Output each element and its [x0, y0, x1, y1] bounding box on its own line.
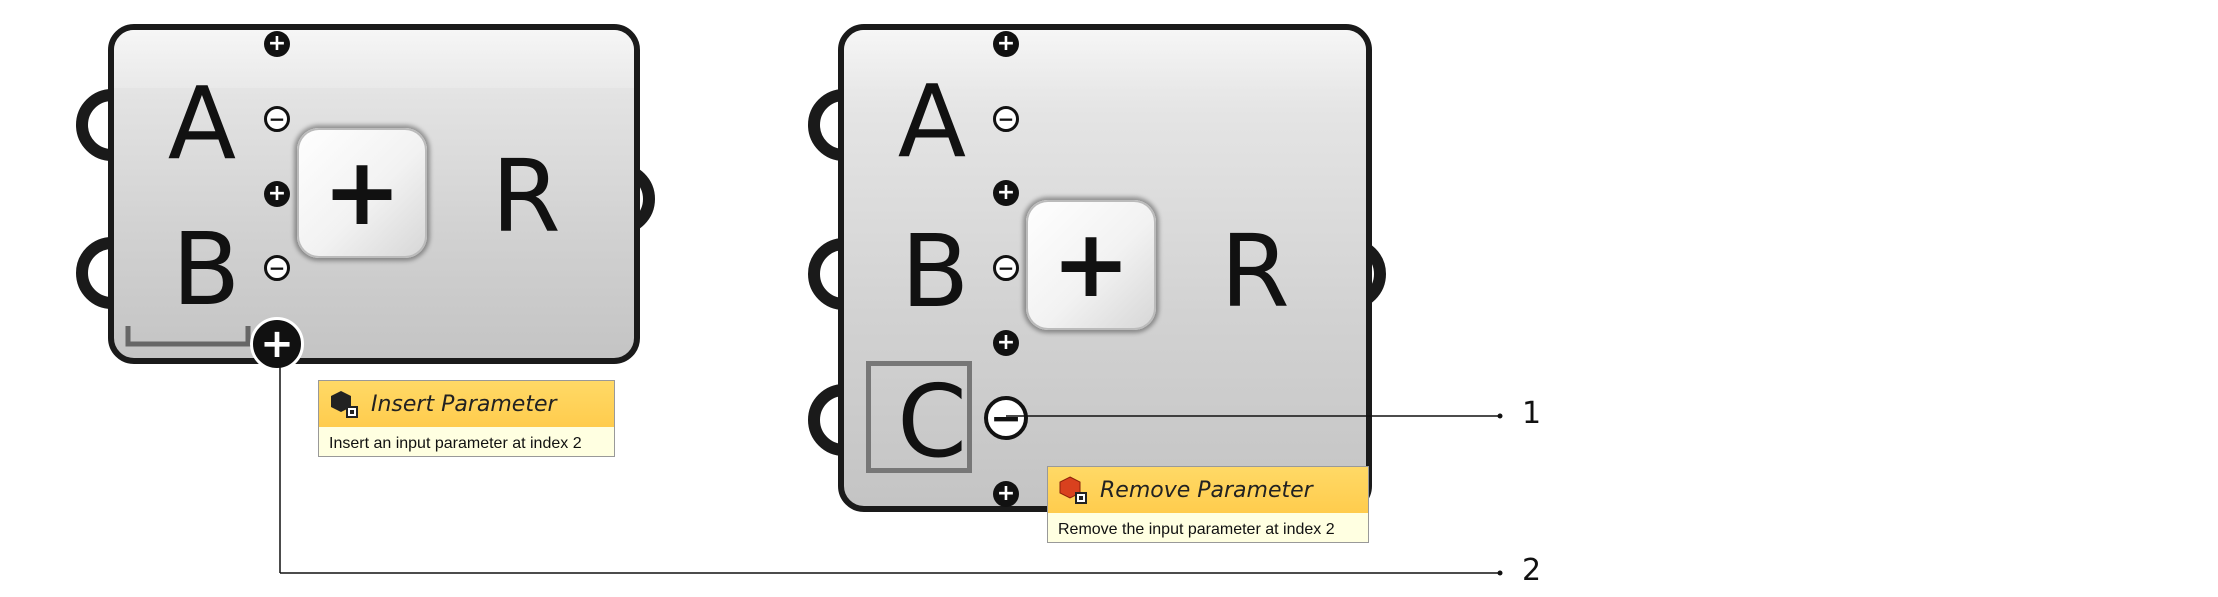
- insert-param-2-button[interactable]: +: [993, 330, 1019, 356]
- insert-parameter-tooltip: Insert Parameter Insert an input paramet…: [318, 380, 615, 457]
- left-input-label-a: A: [167, 65, 237, 182]
- right-input-label-a: A: [897, 63, 967, 180]
- callout-number-1: 1: [1522, 396, 1542, 431]
- insert-param-0-button[interactable]: +: [264, 31, 290, 57]
- right-input-label-c: C: [897, 363, 967, 480]
- callout-dot-1: [1497, 413, 1503, 419]
- remove-parameter-tooltip-header: Remove Parameter: [1048, 467, 1368, 513]
- insert-param-1-button[interactable]: +: [993, 180, 1019, 206]
- left-component-header: [114, 30, 634, 88]
- red-hexagon-icon: [1059, 476, 1087, 504]
- callout-dot-2: [1497, 570, 1503, 576]
- remove-param-a-button[interactable]: −: [264, 106, 290, 132]
- insert-parameter-tooltip-title: Insert Parameter: [371, 391, 557, 417]
- right-input-label-b: B: [900, 213, 970, 330]
- addition-icon: +: [1026, 200, 1156, 330]
- black-hexagon-icon: [331, 391, 358, 418]
- insert-parameter-tooltip-header: Insert Parameter: [319, 381, 614, 427]
- remove-param-c-button[interactable]: −: [984, 396, 1028, 440]
- insert-param-3-button[interactable]: +: [993, 481, 1019, 507]
- remove-parameter-tooltip-title: Remove Parameter: [1100, 477, 1313, 503]
- addition-icon: +: [297, 128, 427, 258]
- remove-parameter-tooltip: Remove Parameter Remove the input parame…: [1047, 466, 1369, 543]
- left-input-label-b: B: [171, 211, 241, 328]
- selected-param-c-frame: [866, 361, 972, 473]
- insert-param-2-button[interactable]: +: [250, 317, 304, 371]
- remove-param-b-button[interactable]: −: [264, 255, 290, 281]
- insert-parameter-tooltip-description: Insert an input parameter at index 2: [329, 435, 582, 452]
- new-param-slot-outline: [125, 326, 251, 347]
- remove-param-a-button[interactable]: −: [993, 106, 1019, 132]
- right-output-label-r: R: [1220, 213, 1290, 330]
- callout-number-2: 2: [1522, 553, 1542, 588]
- insert-param-1-button[interactable]: +: [264, 181, 290, 207]
- right-component-header: [844, 30, 1366, 88]
- left-output-label-r: R: [491, 138, 561, 255]
- remove-param-b-button[interactable]: −: [993, 255, 1019, 281]
- insert-param-0-button[interactable]: +: [993, 31, 1019, 57]
- remove-parameter-tooltip-description: Remove the input parameter at index 2: [1058, 521, 1335, 538]
